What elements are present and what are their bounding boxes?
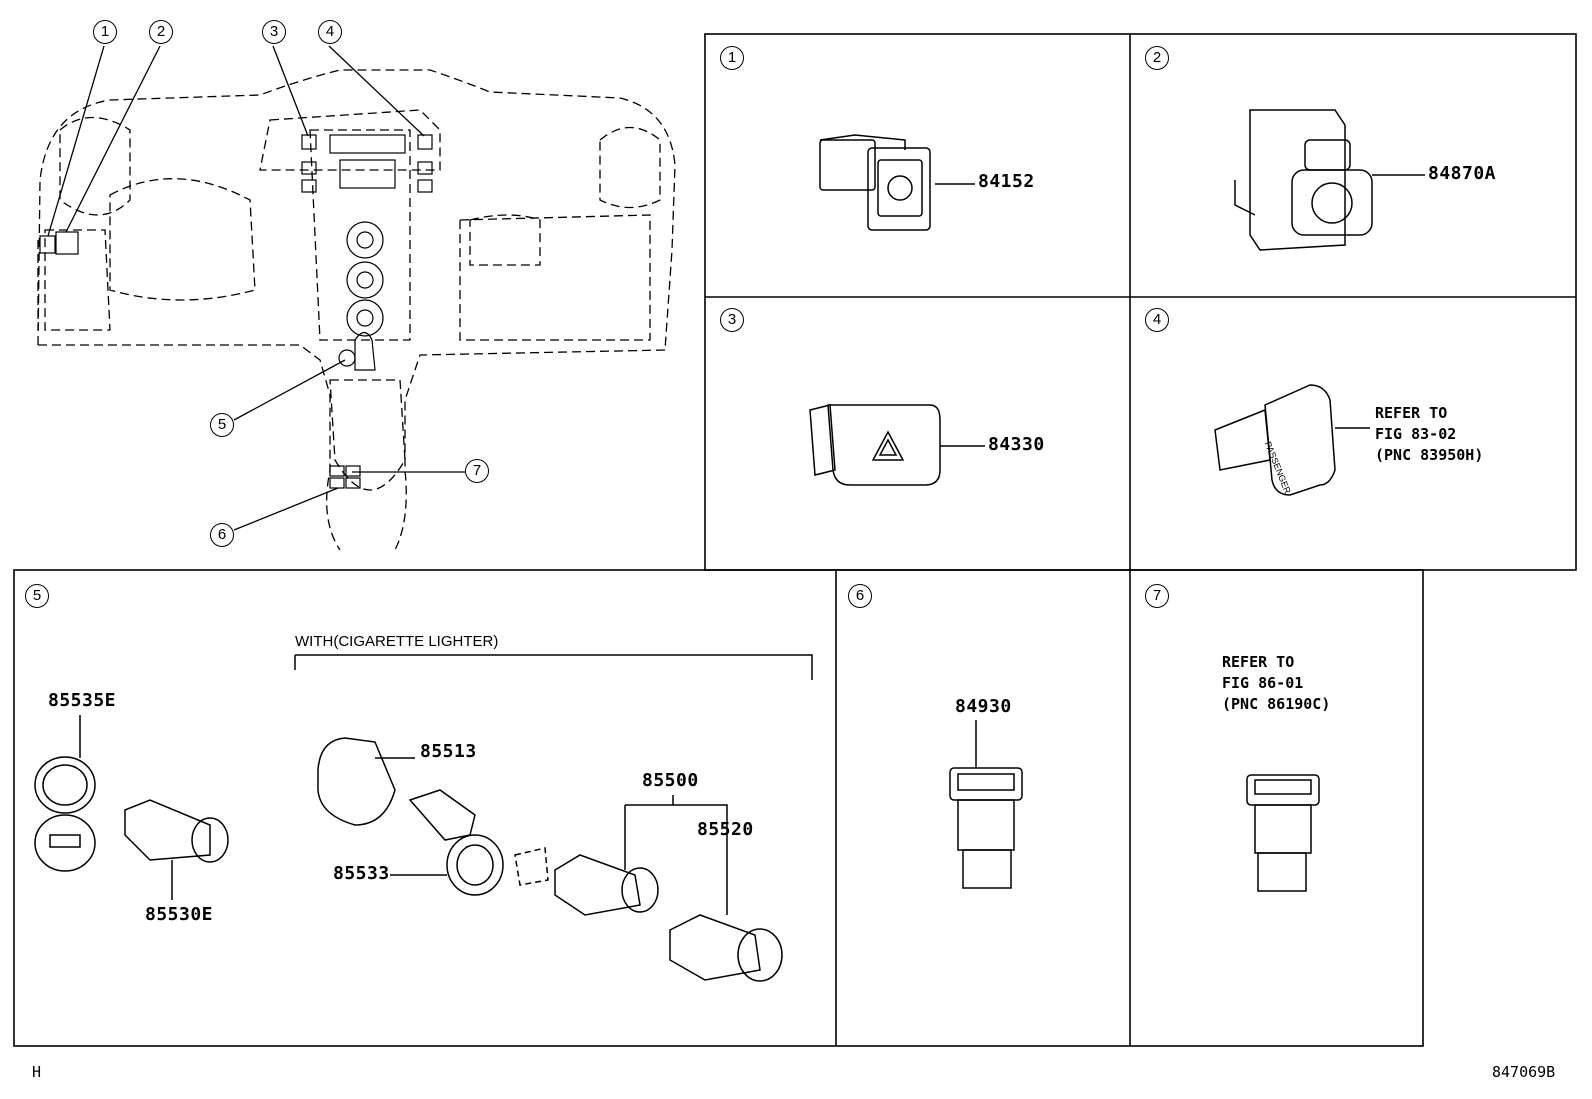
callout-7: 7 xyxy=(465,459,489,483)
panel-5-number: 5 xyxy=(25,584,49,608)
part-label-84870a: 84870A xyxy=(1428,163,1497,184)
refer-note-7: REFER TO FIG 86-01 (PNC 86190C) xyxy=(1222,653,1331,713)
part-label-84330: 84330 xyxy=(988,434,1045,455)
upper-right-frame xyxy=(704,33,1577,571)
dashboard-overview xyxy=(37,69,676,551)
part-label-84152: 84152 xyxy=(978,171,1035,192)
panel-6-number: 6 xyxy=(848,584,872,608)
callout-3: 3 xyxy=(262,20,286,44)
panel-2-number: 2 xyxy=(1145,46,1169,70)
panel-4-number: 4 xyxy=(1145,308,1169,332)
figure-number: 847069B xyxy=(1492,1063,1556,1081)
footer-left-code: H xyxy=(32,1063,42,1081)
callout-1: 1 xyxy=(93,20,117,44)
group-label-cigarette-lighter: WITH(CIGARETTE LIGHTER) xyxy=(295,633,499,650)
hazard-switch-drawing xyxy=(809,404,985,486)
switch-7-drawing xyxy=(1246,774,1320,892)
dashboard-details xyxy=(39,134,433,489)
passenger-switch-drawing xyxy=(1214,384,1370,496)
refer-note-4: REFER TO FIG 83-02 (PNC 83950H) xyxy=(1375,404,1484,464)
callout-6: 6 xyxy=(210,523,234,547)
part-label-85530e: 85530E xyxy=(145,904,214,925)
part-label-85533: 85533 xyxy=(333,863,390,884)
part-label-84930: 84930 xyxy=(955,696,1012,717)
part-label-85500: 85500 xyxy=(642,770,699,791)
panel-3-number: 3 xyxy=(720,308,744,332)
switch-84930-drawing xyxy=(949,720,1023,889)
callout-5: 5 xyxy=(210,413,234,437)
switch-84870a-drawing xyxy=(1234,109,1425,251)
lower-frame xyxy=(13,569,1424,1047)
switch-84152-drawing xyxy=(819,134,975,231)
part-label-85535e: 85535E xyxy=(48,690,117,711)
lighter-parts-drawing xyxy=(34,654,813,982)
panel-7-number: 7 xyxy=(1145,584,1169,608)
panel-1-number: 1 xyxy=(720,46,744,70)
callout-4: 4 xyxy=(318,20,342,44)
part-label-85520: 85520 xyxy=(697,819,754,840)
part-label-85513: 85513 xyxy=(420,741,477,762)
callout-2: 2 xyxy=(149,20,173,44)
